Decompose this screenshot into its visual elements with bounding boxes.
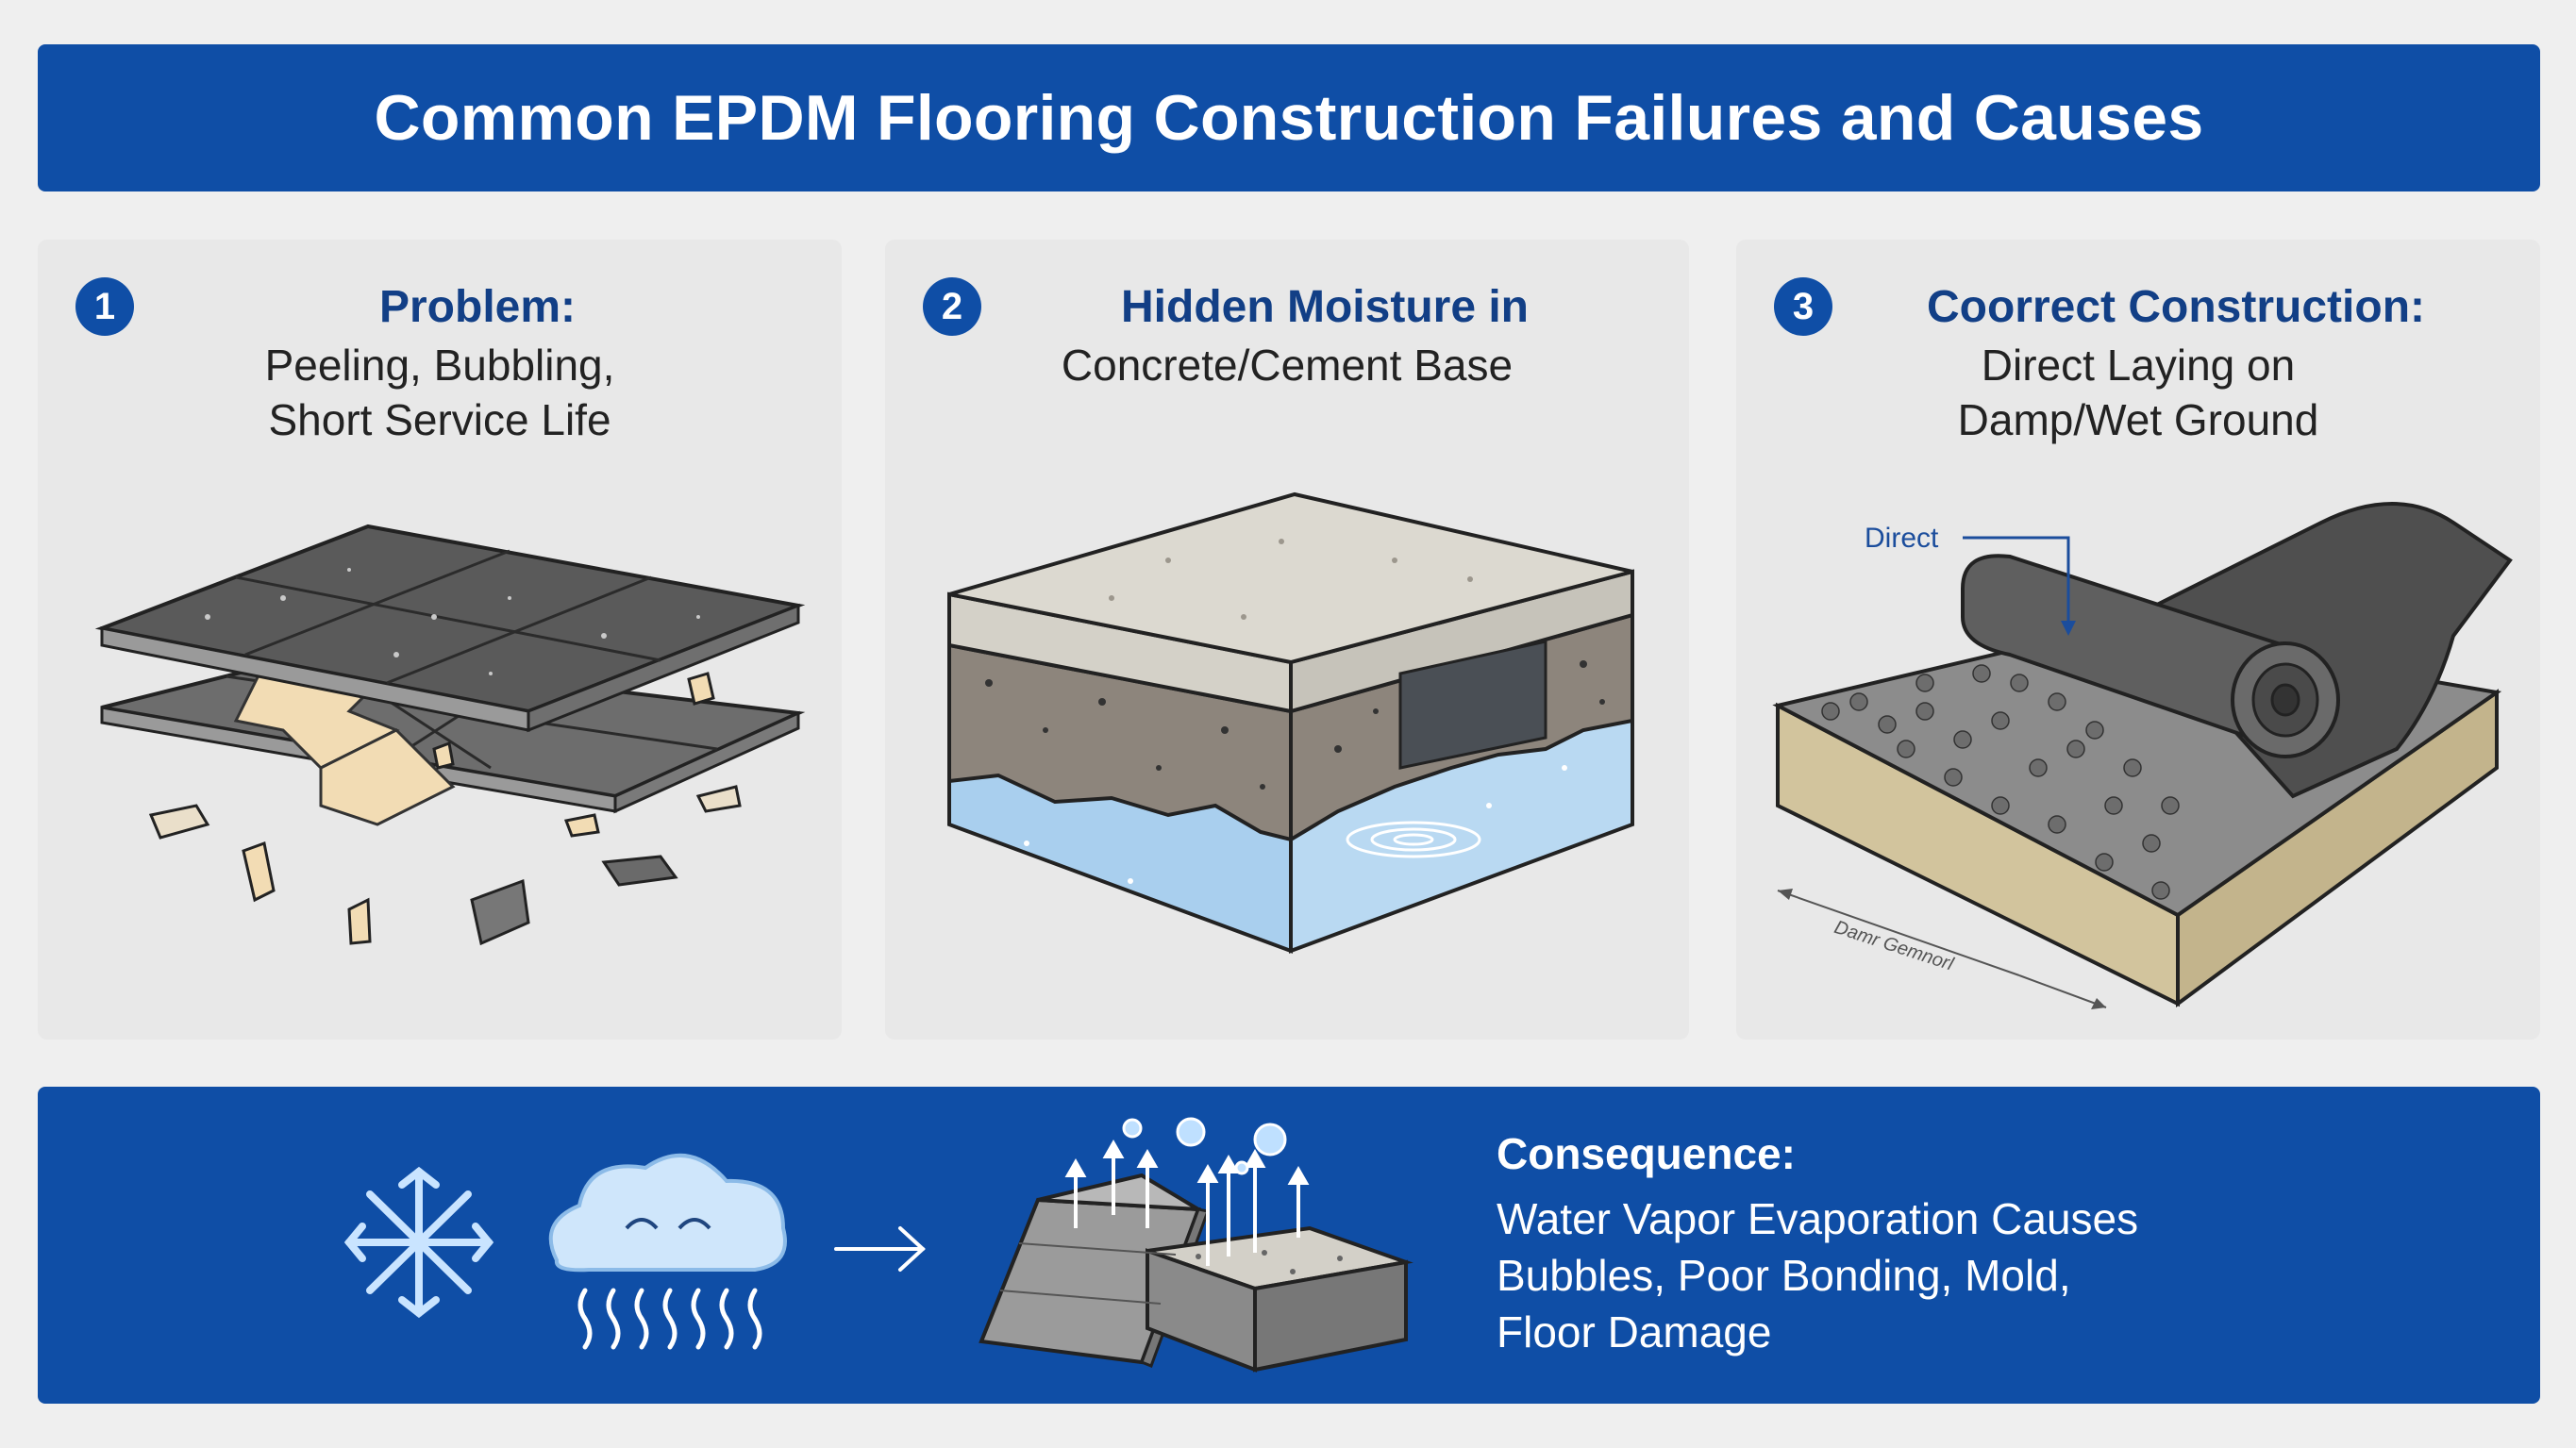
vapor-bubbles	[1122, 1117, 1287, 1175]
page-title: Common EPDM Flooring Construction Failur…	[374, 82, 2204, 154]
panel-title: Hidden Moisture in	[1121, 282, 1529, 332]
title-banner: Common EPDM Flooring Construction Failur…	[38, 44, 2540, 191]
panel-description: Concrete/Cement Base	[923, 338, 1651, 392]
snowflake-icon	[343, 1166, 494, 1319]
consequence-title: Consequence:	[1497, 1129, 1796, 1178]
step-number-badge: 1	[75, 277, 134, 336]
callout-label: Direct	[1865, 523, 1939, 554]
panel-description: Direct Laying on Damp/Wet Ground	[1774, 338, 2502, 447]
panel-construction: 3 Coorrect Construction: Direct Laying o…	[1736, 240, 2540, 1040]
panel-line: Peeling, Bubbling,	[264, 341, 615, 390]
concrete-block-illustration	[947, 491, 1634, 954]
panel-line: Direct Laying on	[1981, 341, 2296, 390]
panel-problem: 1 Problem: Peeling, Bubbling, Short Serv…	[38, 240, 842, 1040]
panel-description: Peeling, Bubbling, Short Service Life	[75, 338, 804, 447]
panel-line: Short Service Life	[268, 395, 611, 444]
step-number-badge: 2	[923, 277, 981, 336]
arrow-right-icon	[834, 1226, 926, 1272]
consequence-banner: Consequence: Water Vapor Evaporation Cau…	[38, 1087, 2540, 1404]
panel-line: Damp/Wet Ground	[1957, 395, 2319, 444]
consequence-line: Bubbles, Poor Bonding, Mold,	[1497, 1251, 2071, 1300]
panel-hidden-moisture: 2 Hidden Moisture in Concrete/Cement Bas…	[885, 240, 1689, 1040]
consequence-description: Water Vapor Evaporation Causes Bubbles, …	[1497, 1190, 2440, 1360]
consequence-line: Floor Damage	[1497, 1307, 1772, 1356]
flooring-blocks-illustration	[979, 1173, 1413, 1373]
consequence-line: Water Vapor Evaporation Causes	[1497, 1194, 2139, 1243]
consequence-illustration	[343, 1117, 1413, 1373]
panel-line: Concrete/Cement Base	[1061, 341, 1514, 390]
rain-cloud-icon	[548, 1154, 787, 1350]
step-number-badge: 3	[1774, 277, 1832, 336]
vapor-arrows-icon	[1064, 1139, 1310, 1266]
panel-title: Problem:	[378, 282, 577, 332]
panel-title: Coorrect Construction:	[1927, 282, 2425, 332]
peeling-tiles-illustration	[94, 524, 806, 946]
rolled-membrane-illustration	[1772, 502, 2513, 1009]
